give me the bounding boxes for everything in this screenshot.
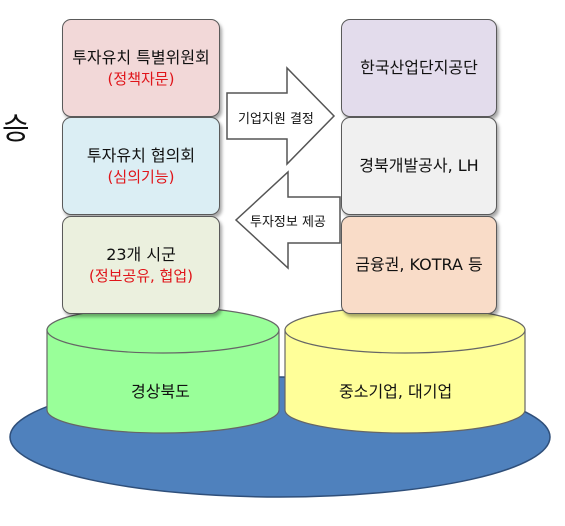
box-investment-council: 투자유치 협의회 (심의기능): [62, 117, 220, 215]
box-title: 경북개발공사, LH: [359, 156, 479, 175]
arrow-right-label: 기업지원 결정: [238, 112, 314, 127]
arrow-right-shape: [226, 66, 336, 166]
arrow-left-label: 투자정보 제공: [250, 215, 326, 230]
box-gyeongbuk-dev-lh: 경북개발공사, LH: [341, 117, 497, 215]
arrow-left-shape: [234, 170, 341, 270]
box-finance-kotra: 금융권, KOTRA 등: [341, 216, 497, 314]
box-23-cities: 23개 시군 (정보공유, 협업): [62, 216, 220, 314]
right-cylinder: [284, 306, 526, 434]
box-title: 금융권, KOTRA 등: [355, 255, 483, 274]
box-subtitle: (정보공유, 협업): [88, 266, 194, 285]
left-cylinder-label: 경상북도: [131, 382, 190, 401]
left-cylinder: [46, 306, 280, 434]
box-subtitle: (심의기능): [107, 167, 175, 186]
box-title: 투자유치 협의회: [86, 145, 196, 165]
stray-glyph: 승: [2, 112, 30, 147]
box-investment-special-committee: 투자유치 특별위원회 (정책자문): [62, 19, 220, 117]
box-title: 한국산업단지공단: [360, 58, 478, 77]
box-subtitle: (정책자문): [107, 69, 175, 88]
box-industrial-complex-corp: 한국산업단지공단: [341, 19, 497, 117]
box-title: 23개 시군: [106, 244, 176, 264]
box-title: 투자유치 특별위원회: [72, 47, 210, 67]
right-cylinder-label: 중소기업, 대기업: [339, 382, 453, 401]
